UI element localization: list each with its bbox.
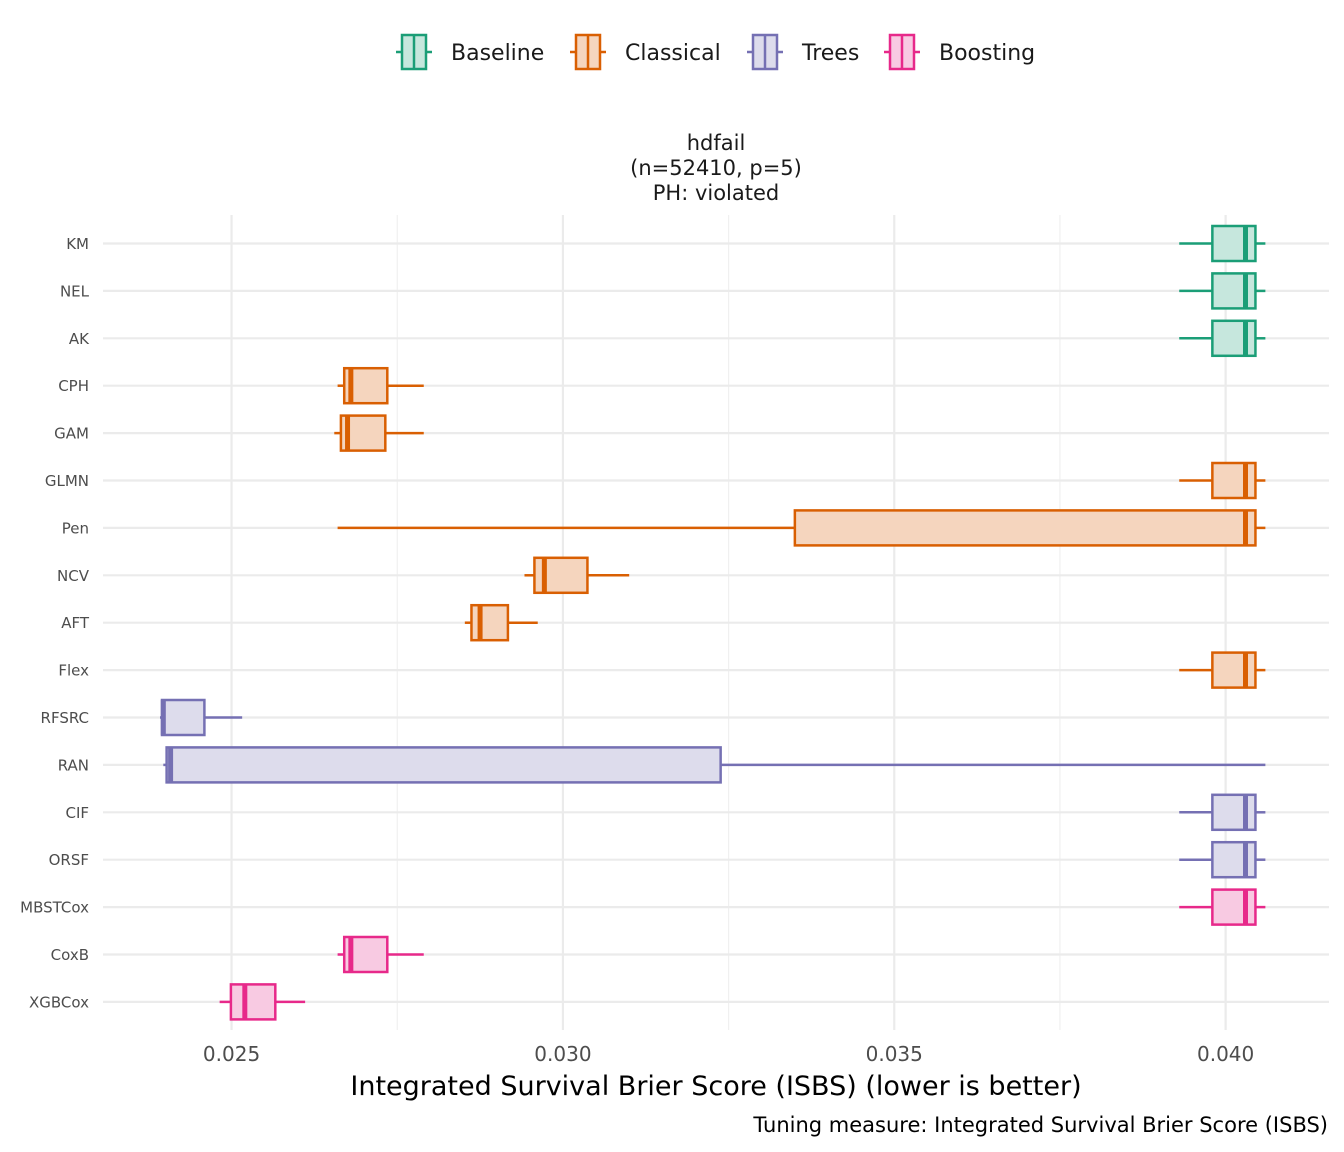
legend-item-baseline: Baseline [396,33,544,71]
y-tick-label: AFT [61,614,90,632]
y-tick-label: NCV [57,567,90,585]
legend-label: Trees [801,41,859,66]
y-tick-label: RFSRC [41,709,89,727]
y-tick-label: MBSTCox [20,899,89,917]
iqr-box [470,603,510,642]
box-pen [337,509,1266,547]
y-tick-label: AK [69,330,90,348]
box-ak [1179,319,1266,358]
box-km [1179,224,1266,263]
iqr-box [1211,461,1257,500]
legend-item-classical: Classical [570,33,721,71]
x-tick-label: 0.030 [534,1042,591,1066]
iqr-box [1211,224,1257,263]
x-tick-label: 0.025 [203,1042,260,1066]
facet-title-line: PH: violated [653,181,780,205]
y-tick-label: CoxB [51,946,89,964]
legend-label: Baseline [451,41,544,66]
box-cif [1179,793,1266,832]
box-cph [337,366,424,405]
iqr-box [1211,793,1257,832]
iqr-box [1211,319,1257,358]
iqr-box [165,746,722,784]
box-glmn [1179,461,1266,500]
x-axis-title: Integrated Survival Brier Score (ISBS) (… [350,1071,1081,1102]
boxplots [159,224,1266,1021]
iqr-box [1211,840,1257,879]
iqr-box [1211,651,1257,689]
box-flex [1179,651,1266,689]
box-orsf [1179,840,1266,879]
box-gam [334,414,424,452]
y-tick-label: CIF [65,804,89,822]
grid-lines [103,215,1329,1030]
y-tick-label: RAN [58,756,89,774]
y-tick-label: KM [66,235,89,253]
legend-item-boosting: Boosting [884,33,1035,71]
iqr-box [160,698,206,737]
x-tick-label: 0.040 [1197,1042,1254,1066]
legend: Baseline Classical Trees Boosting [396,33,1035,71]
facet-strip-title: hdfail(n=52410, p=5)PH: violated [630,131,802,205]
iqr-box [1211,888,1257,926]
iqr-box [793,509,1257,547]
box-mbstcox [1179,888,1266,926]
y-tick-label: GAM [54,425,89,443]
box-ncv [524,556,630,595]
y-tick-label: ORSF [49,851,89,869]
facet-title-line: hdfail [687,131,746,155]
caption: Tuning measure: Integrated Survival Brie… [752,1113,1328,1137]
facet-title-line: (n=52410, p=5) [630,156,802,180]
y-tick-label: XGBCox [29,993,89,1011]
box-ran [163,746,1266,784]
y-tick-label: GLMN [45,472,89,490]
legend-item-trees: Trees [747,33,859,71]
y-tick-label: CPH [58,377,89,395]
box-aft [464,603,538,642]
y-tick-label: NEL [60,282,90,300]
box-nel [1179,272,1266,310]
legend-label: Boosting [939,41,1035,66]
y-tick-label: Flex [58,662,89,680]
x-tick-label: 0.035 [866,1042,923,1066]
y-tick-label: Pen [62,519,89,537]
iqr-box [229,983,277,1021]
box-xgbcox [219,983,306,1021]
box-coxb [337,935,424,974]
x-axis-labels: 0.025 0.030 0.035 0.040 [203,1042,1254,1066]
legend-label: Classical [625,41,721,66]
iqr-box [1211,272,1257,310]
box-rfsrc [159,698,243,737]
